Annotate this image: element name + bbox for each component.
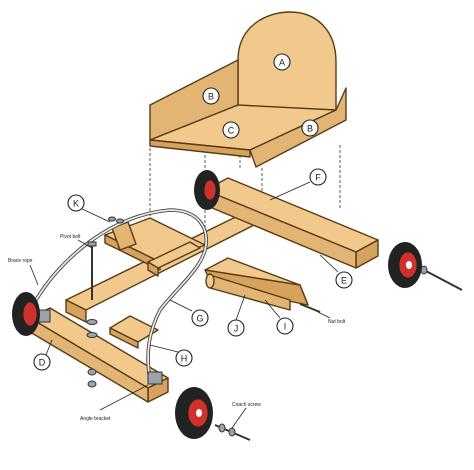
angle-bracket-right (147, 371, 163, 385)
part-label-A: A (273, 53, 291, 71)
part-label-D: D (33, 353, 51, 371)
svg-text:C: C (228, 126, 235, 136)
leader-lines (29, 181, 339, 429)
svg-text:K: K (73, 199, 79, 209)
brace-rope (34, 208, 208, 382)
part-label-B-right: B (301, 119, 319, 137)
chassis (29, 177, 379, 403)
coach-screw-label: Coach screw (232, 402, 261, 408)
angle-bracket-label: Angle bracket (80, 416, 111, 422)
svg-text:I: I (284, 322, 287, 332)
pivot-bolt-label: Pivot bolt (60, 234, 81, 240)
part-label-E: E (335, 271, 353, 289)
svg-text:D: D (39, 358, 46, 368)
seat-base-edge (149, 139, 251, 158)
svg-text:H: H (181, 354, 188, 364)
wheel-front-right (175, 387, 213, 439)
svg-text:B: B (208, 92, 214, 102)
part-label-C: C (222, 121, 240, 139)
seat-right-side (249, 87, 347, 168)
part-label-I: I (276, 317, 294, 335)
svg-text:J: J (234, 324, 239, 334)
part-label-J: J (227, 319, 245, 337)
seat-assembly (149, 11, 347, 168)
wheel-front-left (12, 292, 40, 336)
part-label-B-left: B (202, 87, 220, 105)
nut-bolt-label: Nut bolt (328, 319, 346, 325)
seat-back-panel (237, 11, 337, 131)
svg-text:F: F (315, 173, 321, 183)
part-label-G: G (191, 309, 209, 327)
part-label-H: H (175, 349, 193, 367)
part-label-K: K (67, 194, 85, 212)
brace-rope-label: Brace rope (8, 258, 33, 264)
wheel-rear-left (194, 170, 220, 210)
svg-text:A: A (279, 58, 285, 68)
svg-text:E: E (341, 276, 347, 286)
svg-text:B: B (307, 124, 313, 134)
svg-text:G: G (196, 314, 203, 324)
wheel-rear-right (388, 242, 422, 288)
hardware (37, 216, 463, 441)
part-label-F: F (309, 168, 327, 186)
